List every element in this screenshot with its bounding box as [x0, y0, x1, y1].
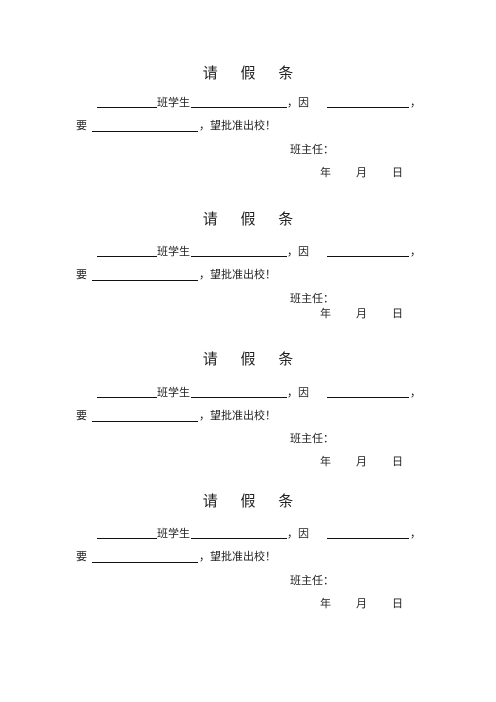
class-student-label: 班学生 [157, 527, 190, 540]
because-label: ，因 [287, 96, 309, 109]
leave-slip: 请 假 条 班学生 ，因 ， 要 ，望批准出校！ 班主任： 年 月 日 [0, 490, 496, 620]
leave-slip: 请 假 条 班学生 ，因 ， 要 ，望批准出校！ 班主任： 年 月 日 [0, 62, 496, 192]
slip-title: 请 假 条 [202, 210, 303, 228]
leave-slip: 请 假 条 班学生 ，因 ， 要 ，望批准出校！ 班主任： 年 月 日 [0, 208, 496, 338]
class-blank[interactable] [97, 256, 157, 257]
year-label: 年 [320, 307, 331, 320]
teacher-label: 班主任： [290, 574, 334, 587]
day-label: 日 [392, 597, 403, 610]
approve-text: ，望批准出校！ [199, 119, 276, 132]
class-student-label: 班学生 [157, 96, 190, 109]
comma: ， [410, 527, 421, 540]
reason-blank[interactable] [327, 107, 409, 108]
year-label: 年 [320, 166, 331, 179]
request-blank[interactable] [92, 280, 198, 281]
approve-text: ，望批准出校！ [199, 550, 276, 563]
teacher-label: 班主任： [290, 432, 334, 445]
approve-text: ，望批准出校！ [199, 268, 276, 281]
because-label: ，因 [287, 386, 309, 399]
year-label: 年 [320, 597, 331, 610]
class-blank[interactable] [97, 107, 157, 108]
request-blank[interactable] [92, 421, 198, 422]
request-label: 要 [76, 550, 87, 563]
approve-text: ，望批准出校！ [199, 409, 276, 422]
request-blank[interactable] [92, 562, 198, 563]
day-label: 日 [392, 307, 403, 320]
slip-title: 请 假 条 [202, 492, 303, 510]
request-label: 要 [76, 268, 87, 281]
request-label: 要 [76, 409, 87, 422]
leave-slip: 请 假 条 班学生 ，因 ， 要 ，望批准出校！ 班主任： 年 月 日 [0, 348, 496, 478]
class-blank[interactable] [97, 397, 157, 398]
day-label: 日 [392, 455, 403, 468]
slip-title: 请 假 条 [202, 64, 303, 82]
day-label: 日 [392, 166, 403, 179]
comma: ， [410, 245, 421, 258]
reason-blank[interactable] [327, 538, 409, 539]
teacher-label: 班主任： [290, 292, 334, 305]
student-name-blank[interactable] [191, 538, 287, 539]
class-blank[interactable] [97, 538, 157, 539]
reason-blank[interactable] [327, 397, 409, 398]
month-label: 月 [356, 597, 367, 610]
month-label: 月 [356, 166, 367, 179]
request-label: 要 [76, 119, 87, 132]
year-label: 年 [320, 455, 331, 468]
student-name-blank[interactable] [191, 107, 287, 108]
month-label: 月 [356, 455, 367, 468]
class-student-label: 班学生 [157, 386, 190, 399]
student-name-blank[interactable] [191, 256, 287, 257]
student-name-blank[interactable] [191, 397, 287, 398]
because-label: ，因 [287, 245, 309, 258]
class-student-label: 班学生 [157, 245, 190, 258]
because-label: ，因 [287, 527, 309, 540]
slip-title: 请 假 条 [202, 350, 303, 368]
teacher-label: 班主任： [290, 143, 334, 156]
reason-blank[interactable] [327, 256, 409, 257]
month-label: 月 [356, 307, 367, 320]
comma: ， [410, 386, 421, 399]
request-blank[interactable] [92, 131, 198, 132]
comma: ， [410, 96, 421, 109]
